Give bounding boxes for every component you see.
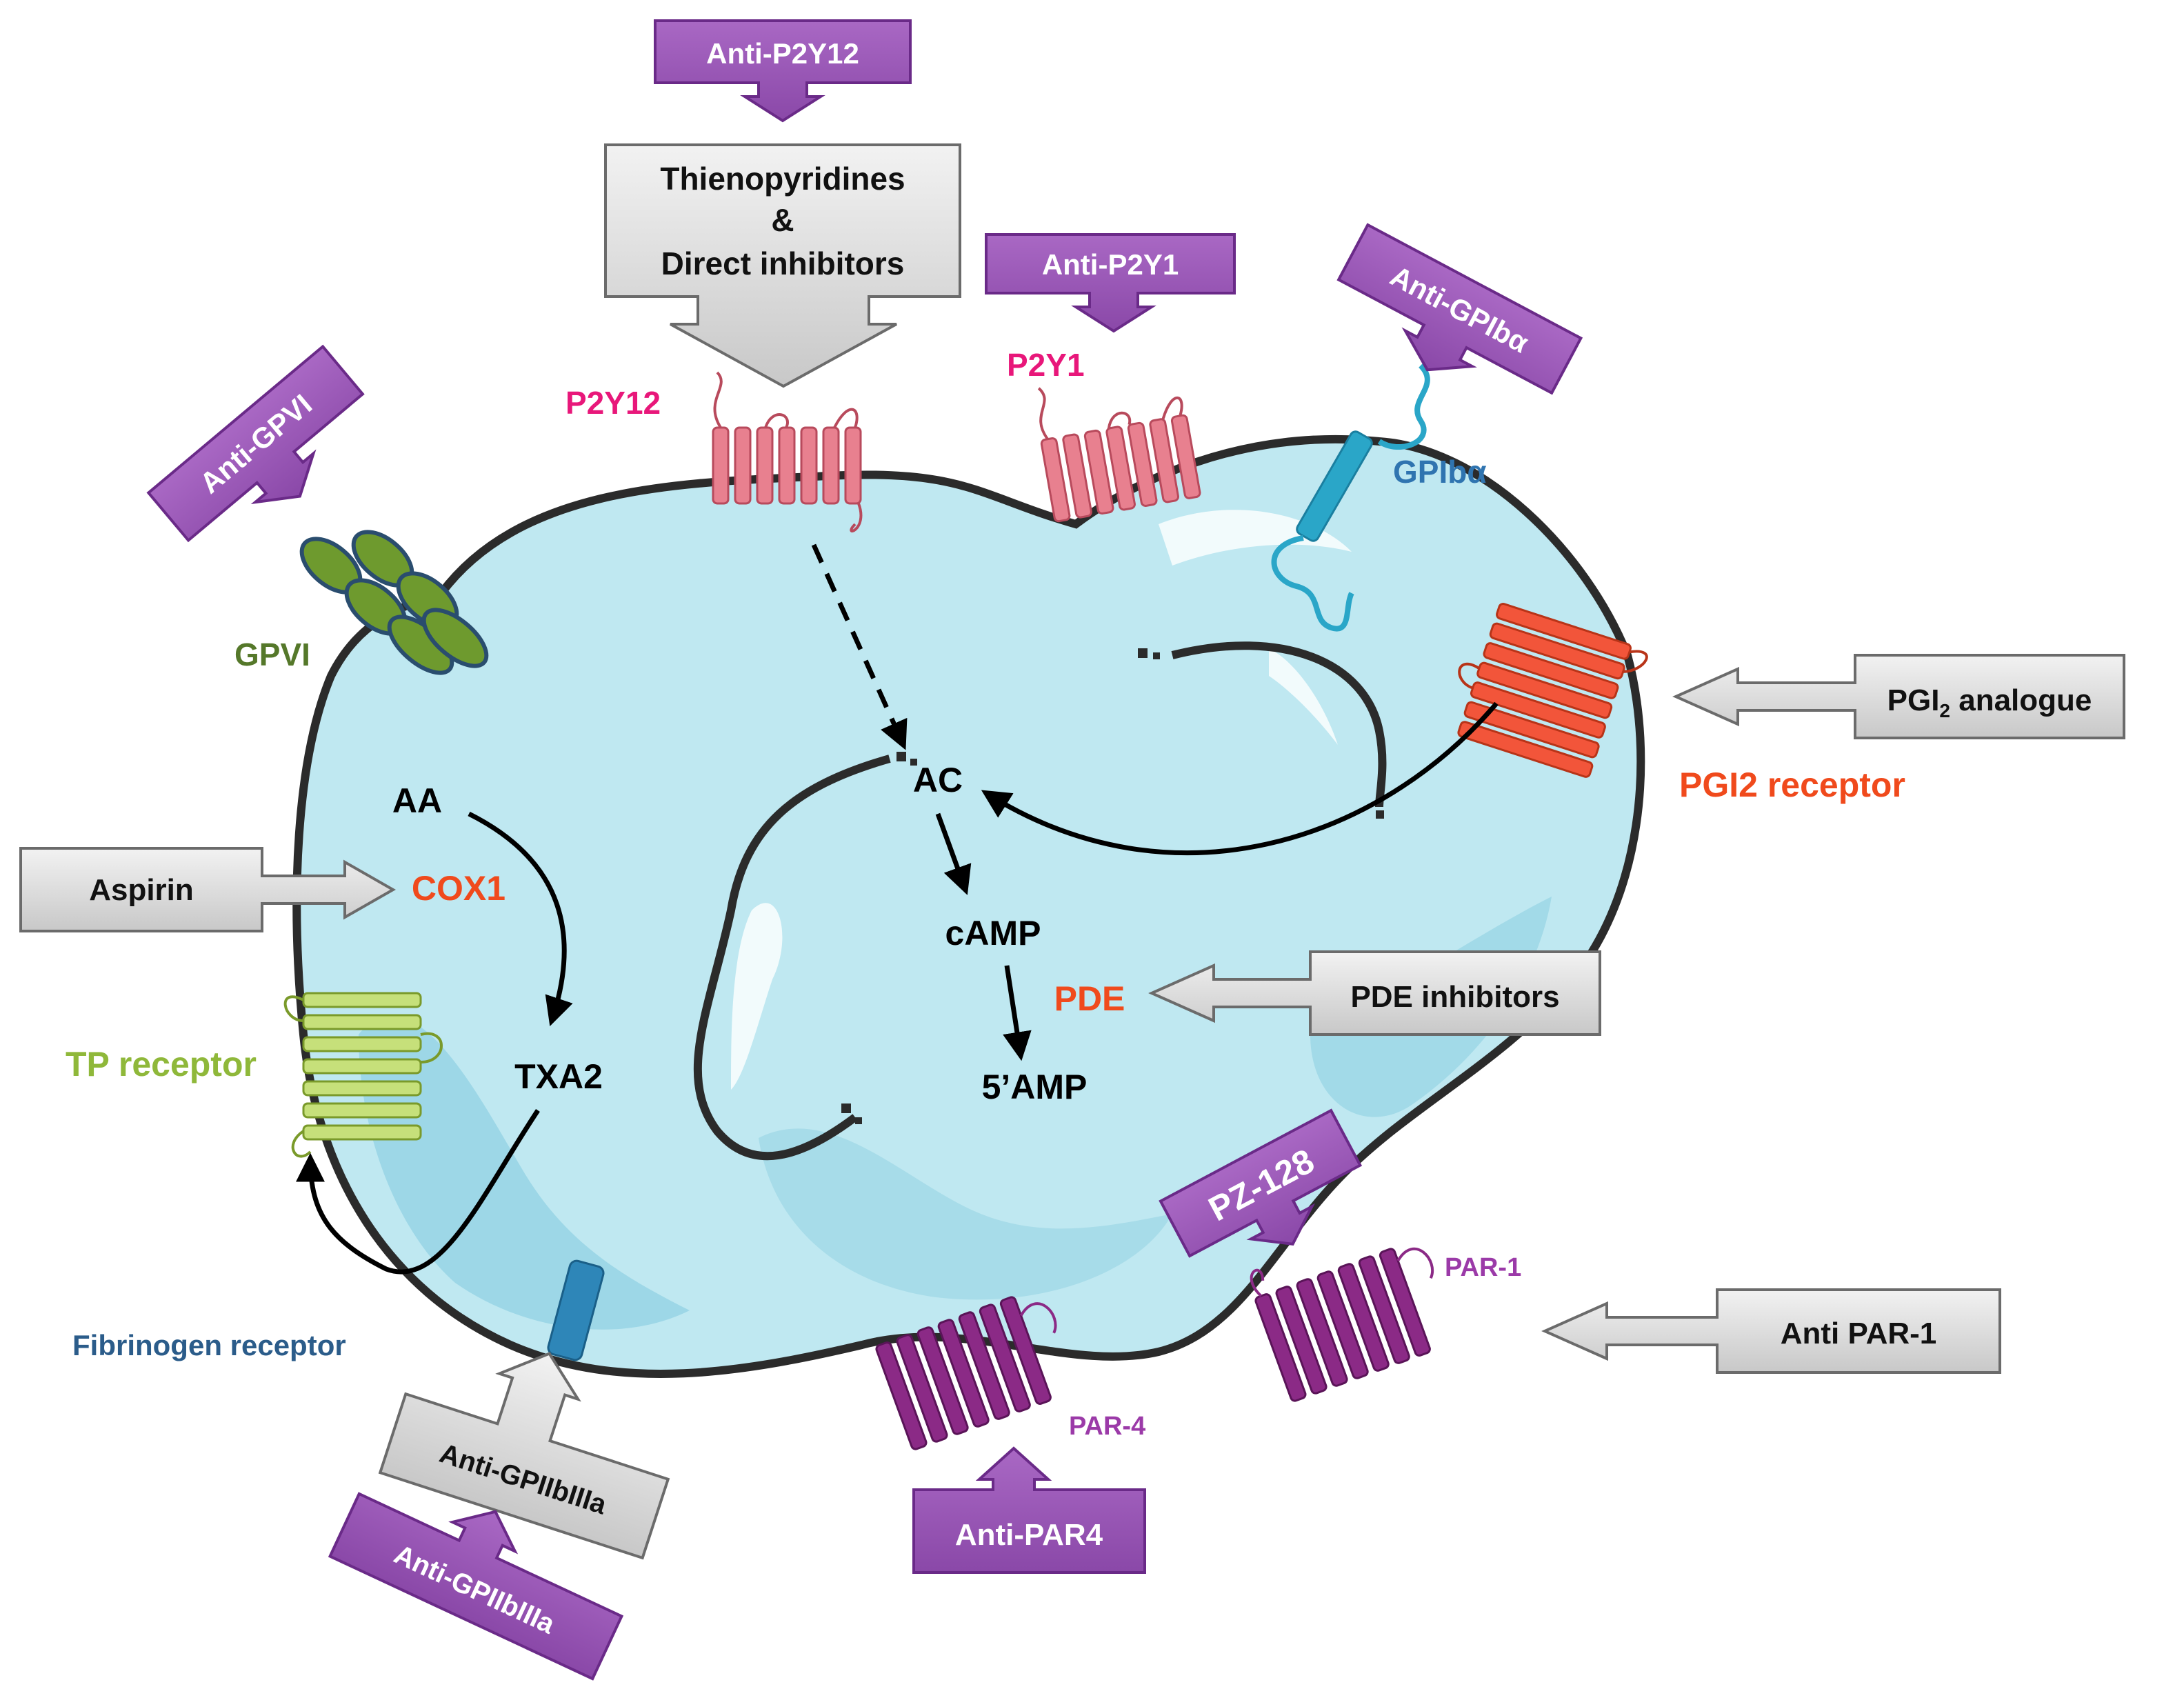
p2y1-label: P2Y1: [1007, 347, 1085, 383]
ac-label: AC: [913, 761, 963, 799]
pgi2-receptor-label: PGI2 receptor: [1679, 766, 1905, 804]
arrow-camp-to-5amp: [1003, 965, 1032, 1061]
tp-receptor: [283, 992, 443, 1158]
gpiba-label: GPIbα: [1393, 454, 1487, 490]
ocs-dots: [841, 648, 1384, 1124]
anti-p2y1-label: Anti-P2Y1: [1042, 248, 1179, 281]
arrow-pgi2-to-ac: [981, 701, 1499, 855]
pde-inhibitors-box: PDE inhibitors: [1148, 950, 1601, 1036]
receptor-labels: P2Y12 P2Y1 GPIbα GPVI PGI2 receptor TP r…: [66, 347, 1905, 1441]
ocs-curve-left: [693, 755, 891, 1161]
fibrinogen-receptor-label: Fibrinogen receptor: [72, 1329, 346, 1361]
par1-label: PAR-1: [1445, 1253, 1521, 1282]
tp-receptor-label: TP receptor: [66, 1045, 257, 1083]
anti-par1-label: Anti PAR-1: [1781, 1317, 1937, 1350]
anti-p2y12-label: Anti-P2Y12: [706, 37, 859, 70]
pgi2-analogue-box: PGI2 analogue: [1672, 654, 2125, 739]
ocs-curve-right: [1171, 641, 1387, 808]
cytoplasm-shading-3: [759, 1128, 1172, 1300]
camp-label: cAMP: [945, 914, 1041, 952]
p2y12-label: P2Y12: [565, 385, 661, 421]
fibrinogen-receptor: [547, 1259, 605, 1361]
pgi2-analogue-label: PGI2 analogue: [1887, 683, 2092, 721]
arrow-ac-to-camp: [935, 812, 972, 895]
aspirin-box: Aspirin: [19, 847, 397, 932]
pgi2-receptor: [1457, 603, 1648, 778]
anti-gpvi-box: Anti-GPVI: [146, 344, 365, 543]
anti-p2y12-box: Anti-P2Y12: [654, 19, 912, 123]
pde-label: PDE: [1054, 979, 1125, 1018]
p2y12-receptor: [712, 371, 863, 532]
anti-par4-label: Anti-PAR4: [955, 1518, 1103, 1552]
p2y1-receptor: [1037, 387, 1201, 523]
gpvi-receptor: [299, 530, 489, 675]
arrow-aa-to-txa2: [468, 811, 573, 1026]
anti-par4-box: Anti-PAR4: [912, 1446, 1146, 1574]
highlight-3: [1269, 648, 1338, 745]
anti-gpiba-box: Anti-GPIbα: [1336, 223, 1583, 395]
par1-receptor: [1250, 1247, 1434, 1402]
txa2-label: TXA2: [514, 1057, 603, 1096]
5amp-label: 5’AMP: [982, 1068, 1088, 1106]
pde-inhibitors-label: PDE inhibitors: [1350, 980, 1559, 1014]
thienopyridines-box: Thienopyridines & Direct inhibitors: [604, 143, 961, 388]
cox1-label: COX1: [412, 869, 505, 908]
thienopyridines-line2: &: [771, 202, 794, 238]
pz128-box: PZ-128: [1159, 1108, 1363, 1258]
arrow-p2y12-to-ac: [811, 543, 908, 750]
par4-receptor: [875, 1296, 1057, 1450]
highlight-2: [731, 903, 783, 1090]
aa-label: AA: [392, 781, 442, 820]
aspirin-label: Aspirin: [89, 873, 194, 907]
par4-label: PAR-4: [1069, 1412, 1145, 1441]
pathway-arrows: [296, 543, 1499, 1275]
anti-p2y1-box: Anti-P2Y1: [985, 233, 1236, 333]
thienopyridines-line3: Direct inhibitors: [661, 246, 905, 281]
thienopyridines-line1: Thienopyridines: [660, 161, 905, 197]
gpiba-receptor: [1271, 363, 1430, 632]
gpvi-label: GPVI: [234, 637, 310, 672]
arrow-txa2-to-tp: [296, 1109, 540, 1275]
pathway-labels: AC cAMP 5’AMP PDE AA COX1 TXA2: [392, 761, 1125, 1106]
anti-par1-box: Anti PAR-1: [1541, 1288, 2001, 1374]
